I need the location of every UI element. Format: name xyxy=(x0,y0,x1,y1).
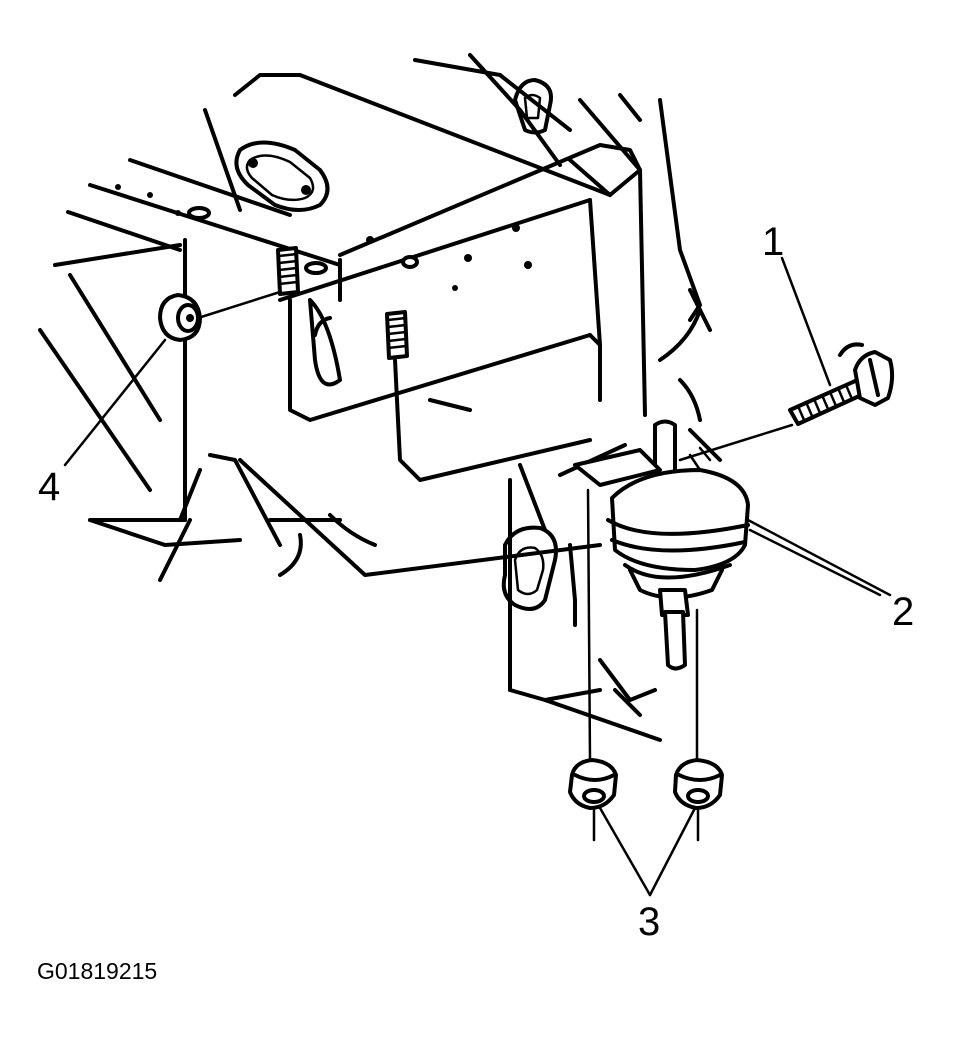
part-2-mount-isolator xyxy=(573,419,892,671)
stud-lower xyxy=(385,310,409,360)
callout-1-label: 1 xyxy=(762,220,784,264)
vehicle-frame-structure xyxy=(38,53,742,742)
part-1-bolt xyxy=(678,342,895,462)
callout-3-label: 3 xyxy=(638,900,660,944)
part-3-nuts xyxy=(568,488,724,842)
leader-lines xyxy=(63,256,882,897)
stud-upper xyxy=(276,246,300,296)
frame-studs xyxy=(276,246,409,360)
callout-4-label: 4 xyxy=(38,465,60,509)
callout-2-label: 2 xyxy=(892,590,914,634)
part-4-retainer-nut xyxy=(158,290,282,342)
nut-right xyxy=(673,758,724,810)
nut-left xyxy=(568,758,618,810)
figure-id: G01819215 xyxy=(37,958,157,984)
